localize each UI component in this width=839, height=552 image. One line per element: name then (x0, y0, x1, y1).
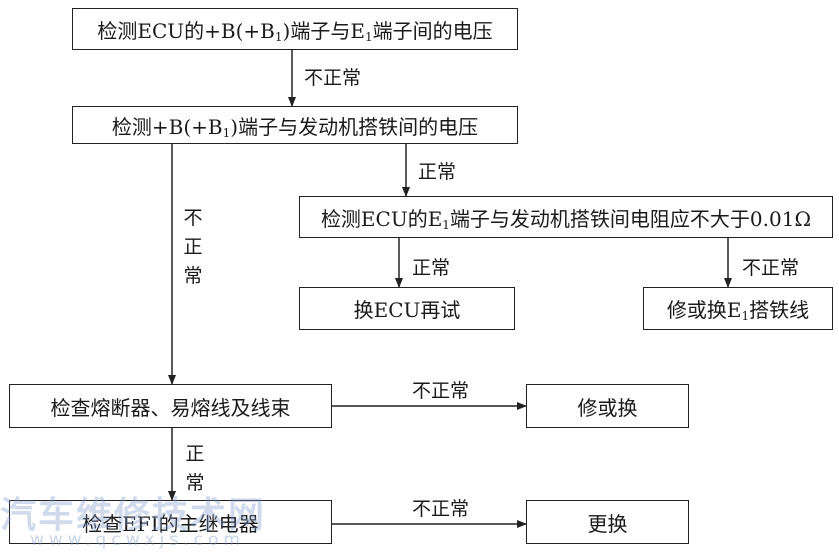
label-abnormal-4: 不正常 (412, 498, 470, 520)
box-text: 检测+B(+B1)端子与发动机搭铁间的电压 (111, 114, 479, 140)
check-fuse-harness-box: 检查熔断器、易熔线及线束 (9, 384, 332, 428)
check-e1-ground-resistance-box: 检测ECU的E1端子与发动机搭铁间电阻应不大于0.01Ω (299, 196, 833, 238)
label-abnormal-3: 不正常 (412, 380, 470, 402)
box-text: 修或换 (577, 395, 638, 420)
repair-e1-ground-wire-box: 修或换E1搭铁线 (643, 287, 833, 330)
check-ecu-b-e1-voltage-box: 检测ECU的+B(+B1)端子与E1端子间的电压 (72, 8, 518, 50)
box-text: 修或换E1搭铁线 (666, 298, 810, 323)
label-abnormal-1: 不正常 (304, 67, 362, 89)
label-normal-2: 正常 (412, 257, 451, 279)
check-efi-relay-box: 检查EFI的主继电器 (9, 500, 332, 544)
label-normal-1: 正常 (418, 161, 457, 183)
box-text: 换ECU再试 (353, 298, 461, 322)
box-text: 检测ECU的+B(+B1)端子与E1端子间的电压 (97, 18, 493, 44)
replace-ecu-box: 换ECU再试 (299, 287, 515, 330)
box-text: 检测ECU的E1端子与发动机搭铁间电阻应不大于0.01Ω (320, 206, 812, 232)
repair-or-replace-box: 修或换 (526, 384, 689, 428)
watermark-title: 汽车维修技术网 (0, 495, 267, 536)
replace-box: 更换 (526, 500, 689, 544)
box-text: 更换 (587, 511, 628, 536)
label-abnormal-vertical: 不 正 常 (183, 207, 203, 287)
box-text: 检查熔断器、易熔线及线束 (50, 395, 291, 420)
check-b-ground-voltage-box: 检测+B(+B1)端子与发动机搭铁间的电压 (72, 106, 518, 144)
label-normal-vertical: 正 常 (185, 443, 205, 494)
label-abnormal-2: 不正常 (742, 257, 800, 279)
box-text: 检查EFI的主继电器 (82, 511, 259, 536)
watermark-url: www.qcwxjs.com (30, 530, 245, 550)
